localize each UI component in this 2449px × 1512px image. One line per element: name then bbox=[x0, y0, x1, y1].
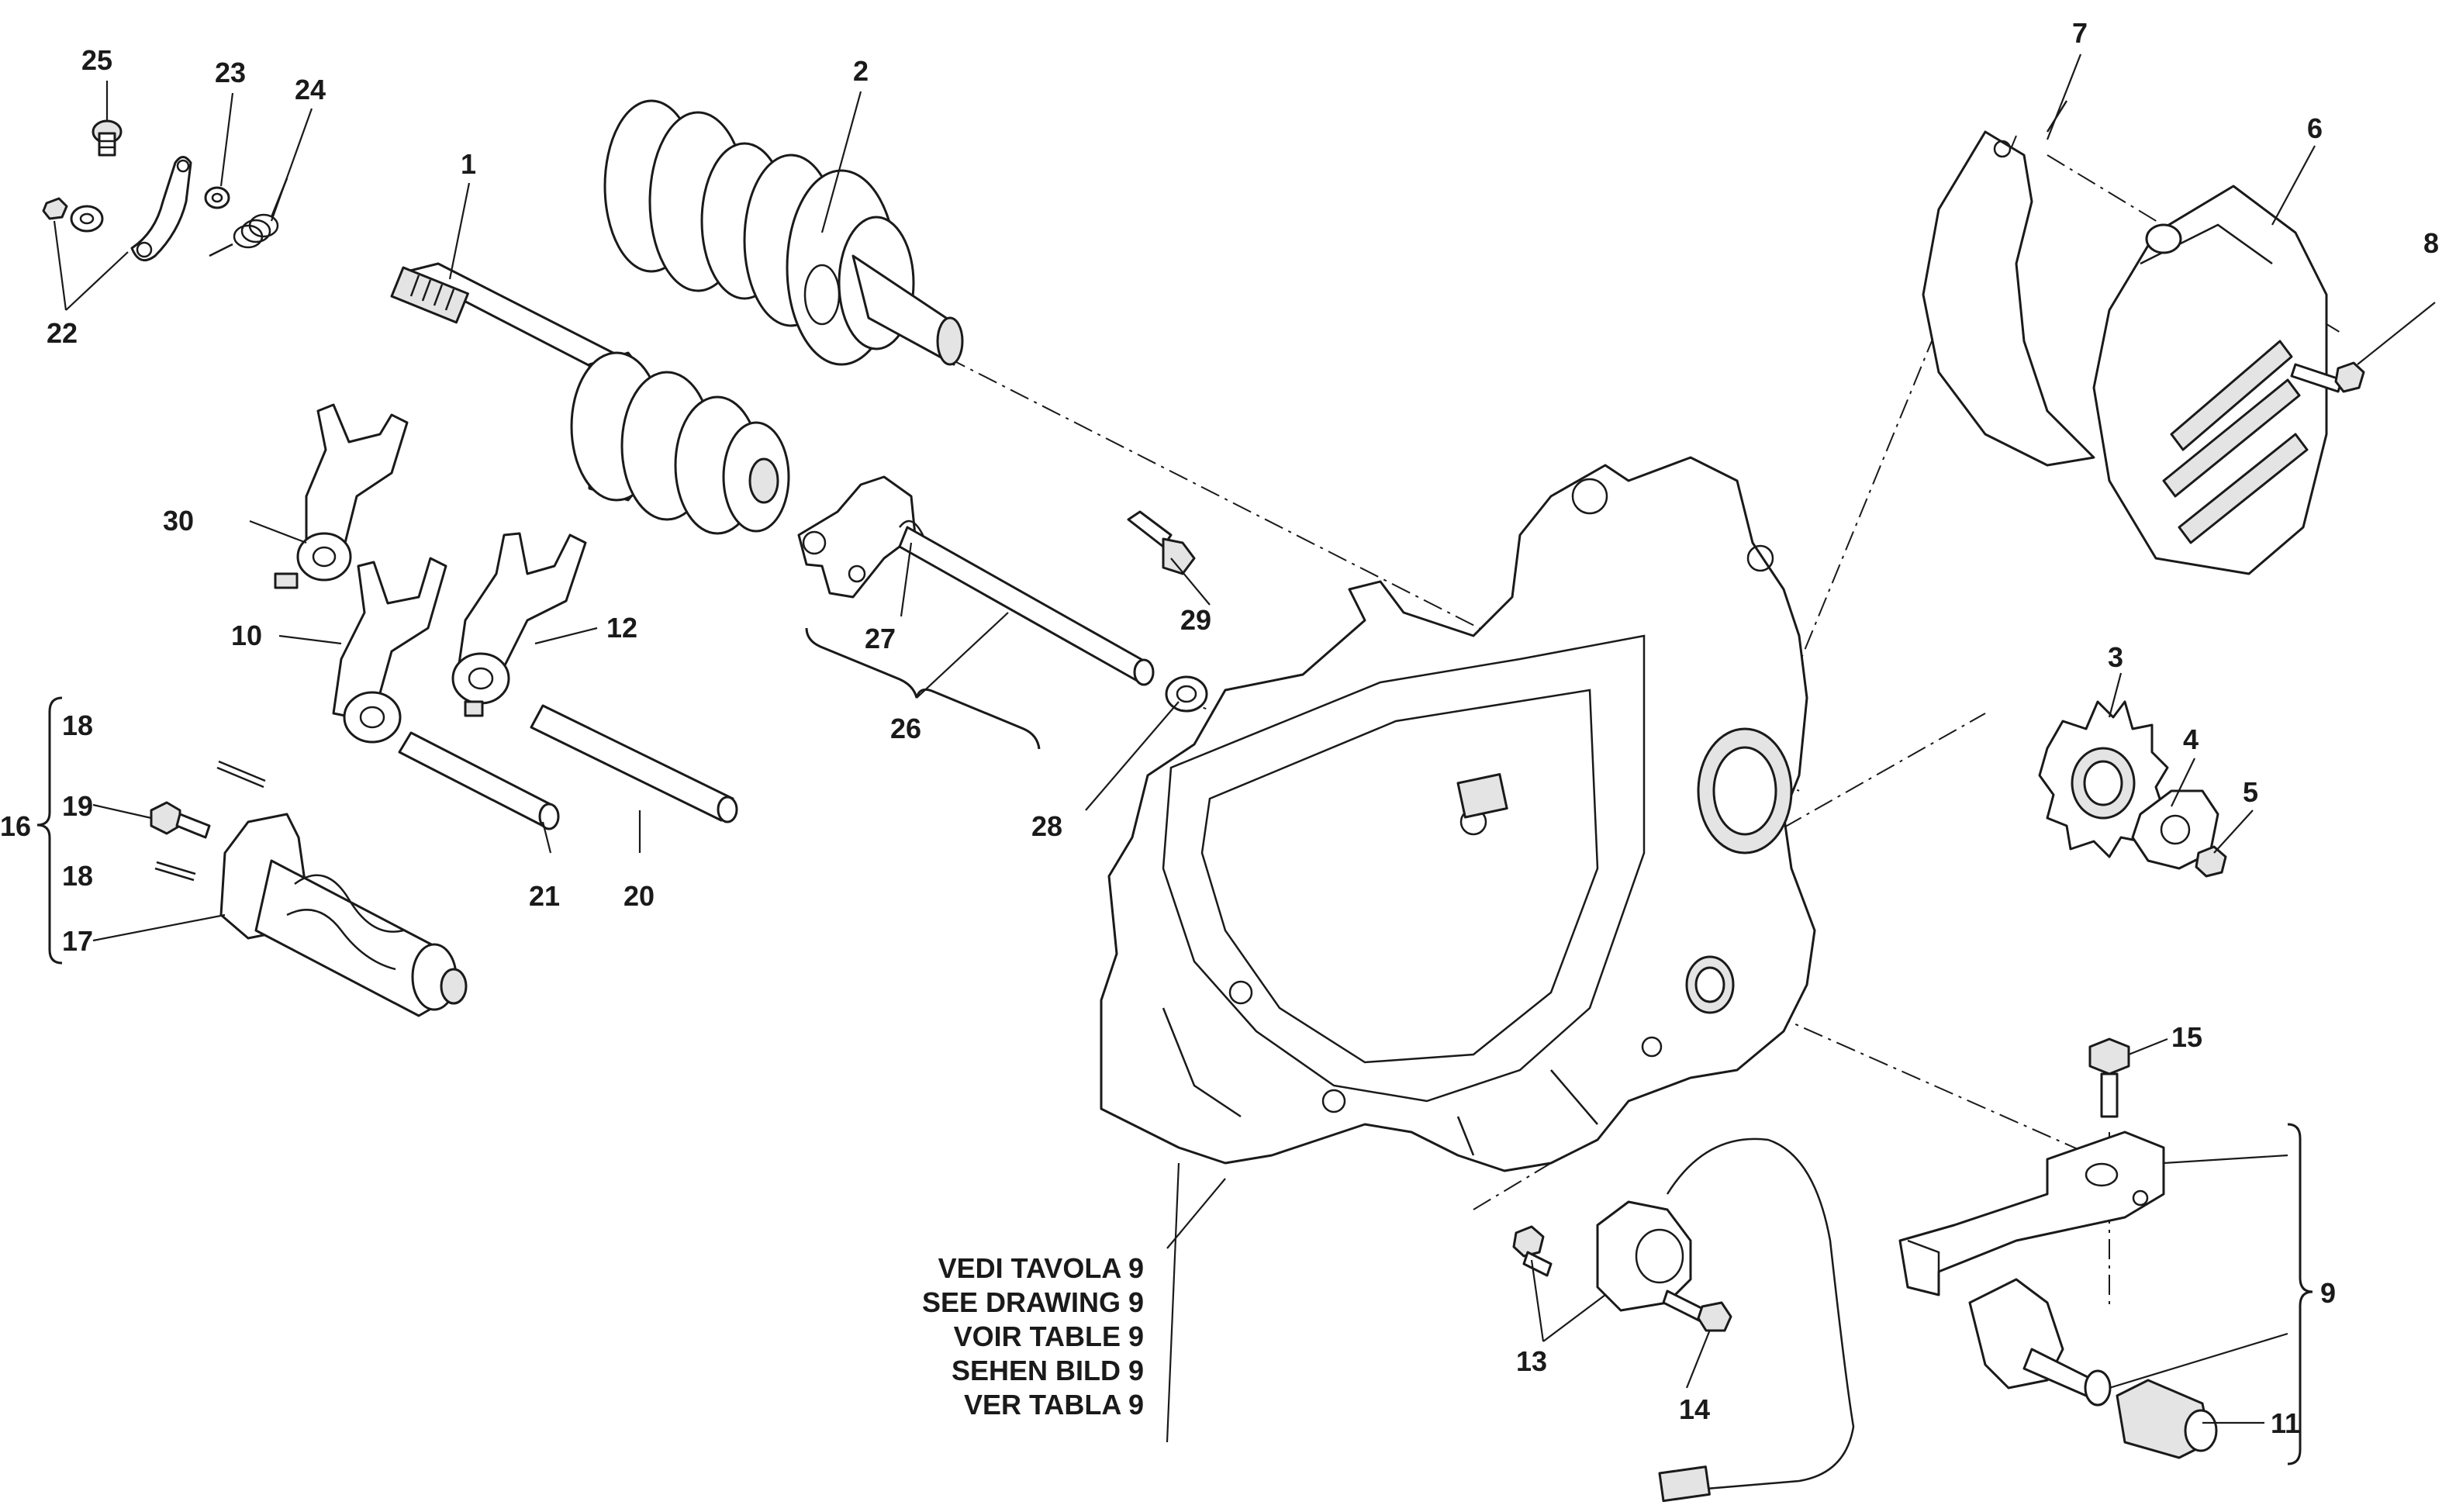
part-11-pedal-rubber bbox=[2116, 1379, 2218, 1459]
part-pawl-lever bbox=[130, 156, 192, 262]
crankcase-half bbox=[1100, 456, 1816, 1172]
part-2-secondary-shaft bbox=[603, 99, 964, 366]
part-6-sprocket-cover bbox=[2092, 185, 2328, 575]
callout-17: 17 bbox=[62, 925, 93, 957]
callout-23: 23 bbox=[215, 57, 246, 88]
reference-note-line-2: SEE DRAWING 9 bbox=[922, 1286, 1144, 1318]
part-30-shift-fork bbox=[274, 403, 409, 589]
callout-7: 7 bbox=[2072, 17, 2088, 49]
part-23-washer bbox=[204, 186, 230, 209]
part-3-sprocket bbox=[2038, 700, 2169, 858]
reference-note-line-1: VEDI TAVOLA 9 bbox=[938, 1252, 1144, 1284]
part-14-bolt bbox=[1662, 1289, 1732, 1332]
callout-15: 15 bbox=[2171, 1021, 2202, 1053]
part-17-shift-drum bbox=[219, 813, 468, 1017]
callout-12: 12 bbox=[606, 612, 637, 644]
part-22-nut-washer bbox=[42, 197, 104, 233]
callout-8: 8 bbox=[2423, 227, 2439, 259]
callout-10: 10 bbox=[231, 620, 262, 651]
reference-note-line-4: SEHEN BILD 9 bbox=[952, 1355, 1144, 1386]
callout-26: 26 bbox=[890, 713, 921, 744]
callout-9: 9 bbox=[2320, 1277, 2336, 1309]
callout-16: 16 bbox=[0, 810, 31, 842]
part-21-fork-rod bbox=[398, 731, 560, 830]
leader-lines bbox=[53, 54, 2436, 1443]
callout-21: 21 bbox=[529, 880, 560, 912]
callout-24: 24 bbox=[295, 74, 326, 105]
callout-30: 30 bbox=[163, 505, 194, 537]
reference-note-line-5: VER TABLA 9 bbox=[964, 1389, 1144, 1421]
reference-note-line-3: VOIR TABLE 9 bbox=[954, 1320, 1144, 1352]
part-7-cover-gasket bbox=[1922, 100, 2095, 467]
callouts: 25 23 24 22 2 1 7 6 8 30 10 12 27 29 26 … bbox=[0, 17, 2439, 1439]
callout-22: 22 bbox=[47, 317, 78, 349]
callout-28: 28 bbox=[1031, 810, 1062, 842]
part-15-bolt bbox=[2088, 1037, 2130, 1118]
part-26-shift-shaft bbox=[898, 526, 1155, 686]
part-1-primary-shaft bbox=[390, 262, 790, 535]
part-5-bolt bbox=[2195, 845, 2227, 878]
part-20-fork-rod bbox=[530, 704, 738, 823]
part-neutral-sensor bbox=[1596, 1137, 1855, 1503]
callout-1: 1 bbox=[461, 148, 476, 180]
part-25-bolt bbox=[92, 119, 123, 157]
callout-18-lower: 18 bbox=[62, 860, 93, 892]
part-10-shift-fork bbox=[332, 557, 447, 744]
callout-2: 2 bbox=[853, 55, 869, 87]
callout-4: 4 bbox=[2183, 723, 2199, 755]
callout-14: 14 bbox=[1679, 1393, 1710, 1425]
callout-25: 25 bbox=[81, 44, 112, 76]
part-18-pin-upper bbox=[216, 760, 266, 789]
part-28-washer bbox=[1165, 675, 1208, 713]
callout-19: 19 bbox=[62, 790, 93, 822]
part-12-shift-fork bbox=[451, 532, 587, 717]
callout-18-upper: 18 bbox=[62, 709, 93, 741]
part-9-gear-lever bbox=[1898, 1131, 2165, 1296]
part-18-pin-lower bbox=[154, 861, 196, 882]
callout-5: 5 bbox=[2243, 776, 2258, 808]
callout-3: 3 bbox=[2108, 641, 2123, 673]
brace-9 bbox=[2287, 1123, 2313, 1465]
callout-13: 13 bbox=[1516, 1345, 1547, 1377]
callout-29: 29 bbox=[1180, 604, 1211, 636]
callout-6: 6 bbox=[2307, 112, 2323, 144]
brace-16 bbox=[36, 696, 63, 965]
part-8-bolt bbox=[2290, 361, 2365, 393]
part-29-plug bbox=[1127, 510, 1196, 575]
callout-20: 20 bbox=[623, 880, 655, 912]
part-gear-pedal-arm bbox=[1968, 1278, 2112, 1407]
callout-11: 11 bbox=[2271, 1407, 2300, 1439]
part-1-gear-cluster bbox=[570, 351, 790, 535]
brace-26 bbox=[805, 612, 1041, 750]
callout-27: 27 bbox=[865, 623, 896, 654]
reference-note: VEDI TAVOLA 9 SEE DRAWING 9 VOIR TABLE 9… bbox=[922, 1252, 1144, 1421]
part-19-bolt bbox=[150, 801, 211, 839]
part-13-sensor-plug bbox=[1512, 1225, 1553, 1277]
